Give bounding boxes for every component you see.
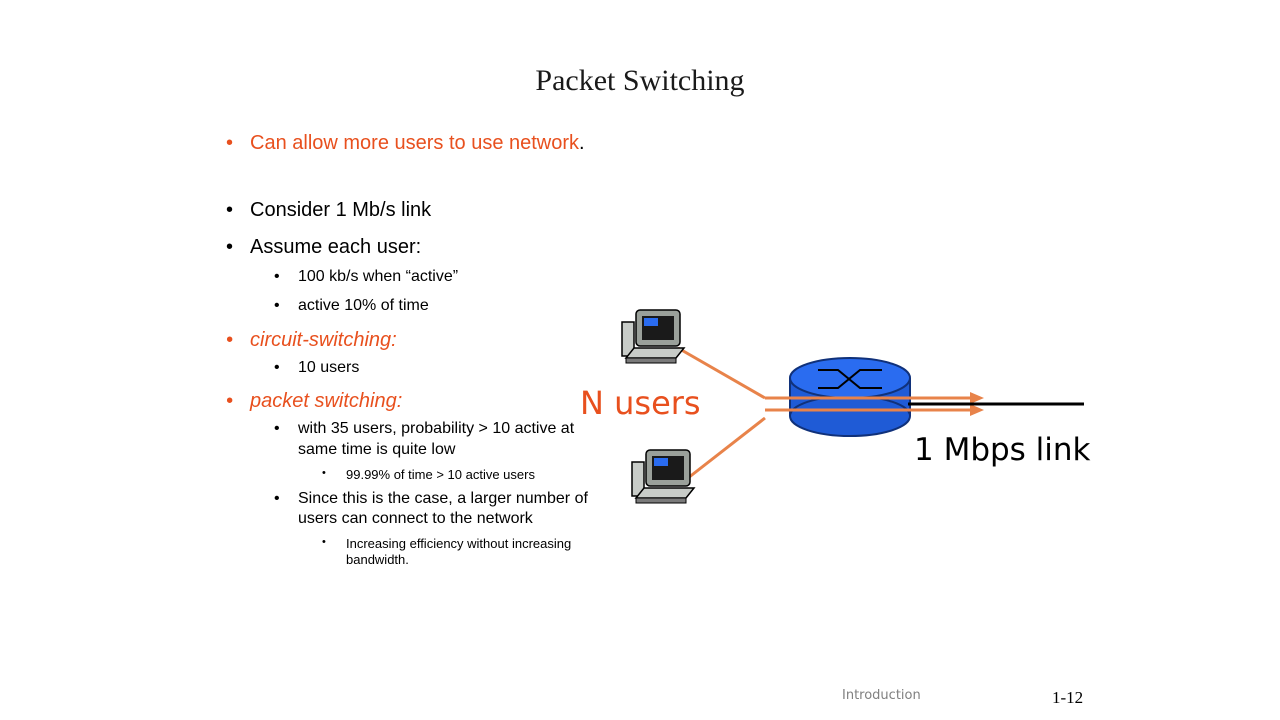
- subbullet-active: active 10% of time: [224, 296, 604, 317]
- network-diagram: [621, 309, 1084, 504]
- user-line-bottom: [687, 416, 766, 480]
- page-number: 1-12: [1052, 688, 1084, 707]
- n-users-label: N users: [580, 384, 701, 422]
- footer-section: Introduction: [842, 688, 921, 703]
- computer-icon-bottom: [631, 449, 696, 504]
- bullet-packet-switching: packet switching:: [224, 390, 604, 413]
- subbullet-rate: 100 kb/s when “active”: [224, 267, 604, 288]
- bullet-list: Can allow more users to use network. Con…: [224, 132, 604, 567]
- bullet-more-users-text: Can allow more users to use network: [250, 132, 580, 154]
- link-label: 1 Mbps link: [914, 432, 1091, 468]
- bullet-more-users: Can allow more users to use network.: [224, 132, 604, 155]
- slide-title: Packet Switching: [535, 64, 745, 97]
- subsubbullet-9999: 99.99% of time > 10 active users: [224, 467, 604, 483]
- bullet-consider-link: Consider 1 Mb/s link: [224, 199, 604, 222]
- arrow-bottom: [970, 404, 984, 416]
- computer-icon-top: [621, 309, 686, 364]
- bullet-more-users-period: .: [579, 132, 585, 154]
- subbullet-larger-number: Since this is the case, a larger number …: [224, 489, 604, 531]
- bullet-assume-user: Assume each user:: [224, 236, 604, 259]
- subbullet-35-users: with 35 users, probability > 10 active a…: [224, 419, 604, 461]
- bullet-circuit-switching: circuit-switching:: [224, 329, 604, 352]
- arrow-top: [970, 392, 984, 404]
- user-line-top: [677, 346, 766, 400]
- subsubbullet-efficiency: Increasing efficiency without increasing…: [224, 536, 604, 567]
- subbullet-10-users: 10 users: [224, 358, 604, 379]
